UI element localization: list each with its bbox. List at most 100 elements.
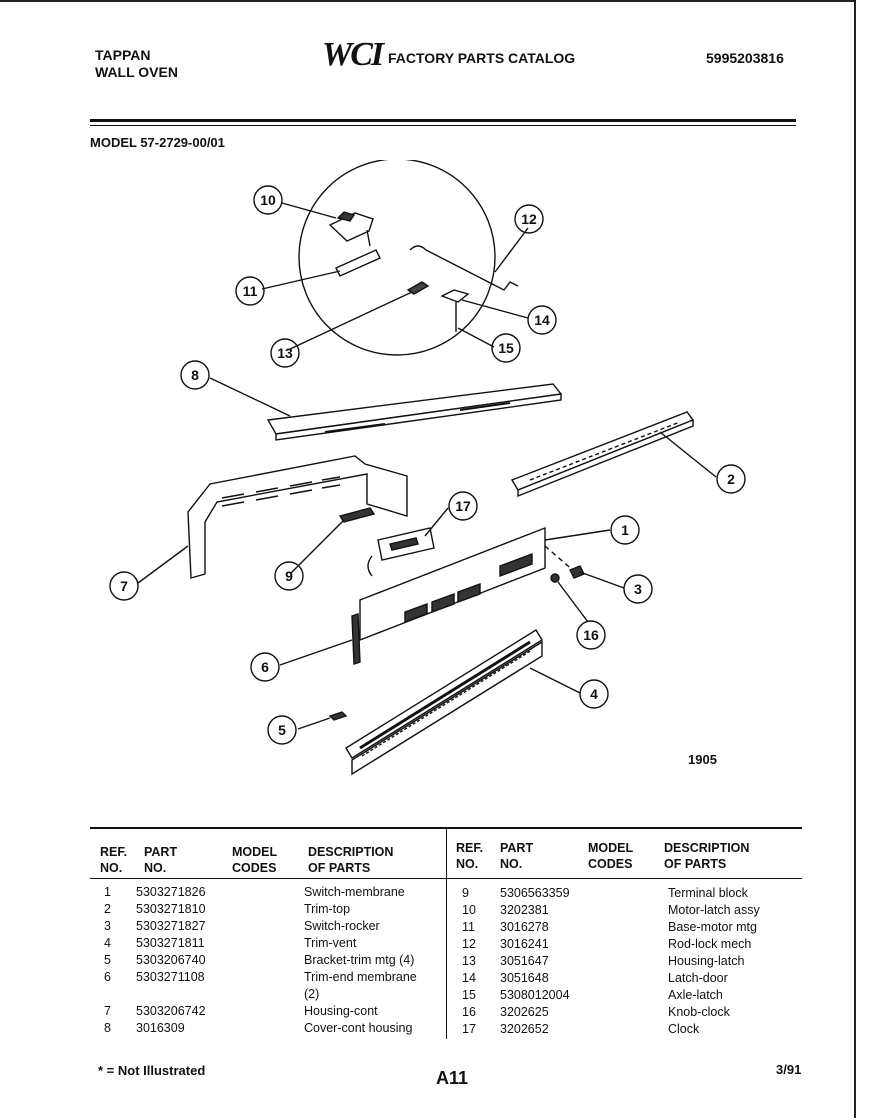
brand-block: TAPPAN WALL OVEN xyxy=(95,47,178,81)
exploded-parts-diagram: 10 11 12 13 14 15 8 2 7 9 17 1 3 16 6 4 … xyxy=(109,160,746,776)
table-cell-ref: 17 xyxy=(462,1022,476,1036)
table-cell-part: 5303271827 xyxy=(136,919,206,933)
terminal-block-shape xyxy=(338,507,376,523)
trim-top-shape xyxy=(510,411,695,491)
table-cell-desc: Base-motor mtg xyxy=(668,920,757,934)
base-motor-mtg-shape xyxy=(335,249,381,277)
callout-6: 6 xyxy=(261,659,269,675)
brand-line-2: WALL OVEN xyxy=(95,64,178,80)
callout-4: 4 xyxy=(590,686,598,702)
table-cell-ref: 8 xyxy=(104,1021,111,1035)
callout-1: 1 xyxy=(621,522,629,538)
table-cell-ref: 2 xyxy=(104,902,111,916)
callout-2: 2 xyxy=(727,471,735,487)
table-cell-ref: 6 xyxy=(104,970,111,984)
table-cell-ref: 5 xyxy=(104,953,111,967)
table-cell-part: 3051648 xyxy=(500,971,549,985)
table-cell-part: 3016309 xyxy=(136,1021,185,1035)
table-cell-ref: 1 xyxy=(104,885,111,899)
callout-11: 11 xyxy=(243,283,258,299)
table-cell-part: 3016278 xyxy=(500,920,549,934)
table-cell-part: 3051647 xyxy=(500,954,549,968)
table-cell-desc: Housing-latch xyxy=(668,954,745,968)
brand-line-1: TAPPAN xyxy=(95,47,151,63)
table-top-rule xyxy=(90,827,802,829)
callout-3: 3 xyxy=(634,581,642,597)
rod-lock-shape xyxy=(409,245,519,291)
table-cell-part: 5303206742 xyxy=(136,1004,206,1018)
callout-16: 16 xyxy=(583,627,599,643)
table-cell-desc: Cover-cont housing xyxy=(304,1021,413,1035)
detail-circle xyxy=(298,160,496,356)
col-ref-right: REF.NO. xyxy=(456,841,484,871)
page-number: A11 xyxy=(436,1068,469,1088)
latch-door-shape xyxy=(440,289,470,303)
table-cell-desc: Clock xyxy=(668,1022,700,1036)
callout-8: 8 xyxy=(191,367,199,383)
not-illustrated-note: * = Not Illustrated xyxy=(98,1063,206,1078)
table-cell-part: 3016241 xyxy=(500,937,549,951)
callout-13: 13 xyxy=(277,345,293,361)
header-rule-thick xyxy=(90,119,796,122)
table-cell-ref: 9 xyxy=(462,886,469,900)
trim-end-shape xyxy=(351,613,361,665)
table-cell-part: 3202652 xyxy=(500,1022,549,1036)
catalog-number: 5995203816 xyxy=(706,50,784,66)
table-cell-ref: 11 xyxy=(462,920,475,934)
page-border xyxy=(0,0,856,1118)
table-cell-desc: Switch-rocker xyxy=(304,919,380,933)
housing-cont-shape xyxy=(187,455,408,579)
model-label: MODEL 57-2729-00/01 xyxy=(90,135,225,150)
col-ref-left: REF.NO. xyxy=(100,845,128,875)
table-cell-ref: 7 xyxy=(104,1004,111,1018)
cover-housing-shape xyxy=(266,383,563,435)
table-cell-ref: 12 xyxy=(462,937,476,951)
table-cell-part: 5303271826 xyxy=(136,885,206,899)
table-cell-desc: Latch-door xyxy=(668,971,728,985)
knob-clock-shape xyxy=(550,573,560,583)
figure-number: 1905 xyxy=(688,752,717,767)
table-cell-part: 5303271108 xyxy=(136,970,205,984)
table-cell-desc: Trim-vent xyxy=(304,936,357,950)
bracket-trim-shape xyxy=(328,711,348,721)
callout-17: 17 xyxy=(455,498,471,514)
table-cell-desc: Knob-clock xyxy=(668,1005,730,1019)
callout-14: 14 xyxy=(534,312,550,328)
table-cell-part: 3202625 xyxy=(500,1005,549,1019)
callout-10: 10 xyxy=(260,192,276,208)
table-cell-ref: 13 xyxy=(462,954,476,968)
callout-15: 15 xyxy=(498,340,514,356)
table-cell-ref: 15 xyxy=(462,988,476,1002)
table-cell-part: 3202381 xyxy=(500,903,549,917)
table-divider xyxy=(446,829,447,1039)
table-cell-part: 5306563359 xyxy=(500,886,570,900)
table-cell-ref: 4 xyxy=(104,936,111,950)
callout-5: 5 xyxy=(278,722,286,738)
table-cell-desc: Terminal block xyxy=(668,886,748,900)
table-cell-ref: 10 xyxy=(462,903,476,917)
table-cell-desc: Housing-cont xyxy=(304,1004,378,1018)
table-cell-desc: Switch-membrane xyxy=(304,885,405,899)
table-cell-desc: Axle-latch xyxy=(668,988,723,1002)
table-cell-ref: 16 xyxy=(462,1005,476,1019)
wci-logo: WCI xyxy=(322,36,384,73)
table-cell-desc: Bracket-trim mtg (4) xyxy=(304,953,415,967)
table-cell-ref: 3 xyxy=(104,919,111,933)
table-cell-desc: Trim-top xyxy=(304,902,351,916)
callout-9: 9 xyxy=(285,568,293,584)
table-cell-part: 5303271810 xyxy=(136,902,206,916)
header-rule-thin xyxy=(90,125,796,126)
table-cell-ref: 14 xyxy=(462,971,476,985)
table-cell-desc: Rod-lock mech xyxy=(668,937,752,951)
callout-7: 7 xyxy=(120,578,128,594)
table-cell-part: 5303271811 xyxy=(136,936,205,950)
table-cell-desc: Trim-end membrane xyxy=(304,970,417,984)
revision-date: 3/91 xyxy=(776,1062,802,1077)
table-cell-part: 5308012004 xyxy=(500,988,570,1002)
table-cell-part: 5303206740 xyxy=(136,953,206,967)
